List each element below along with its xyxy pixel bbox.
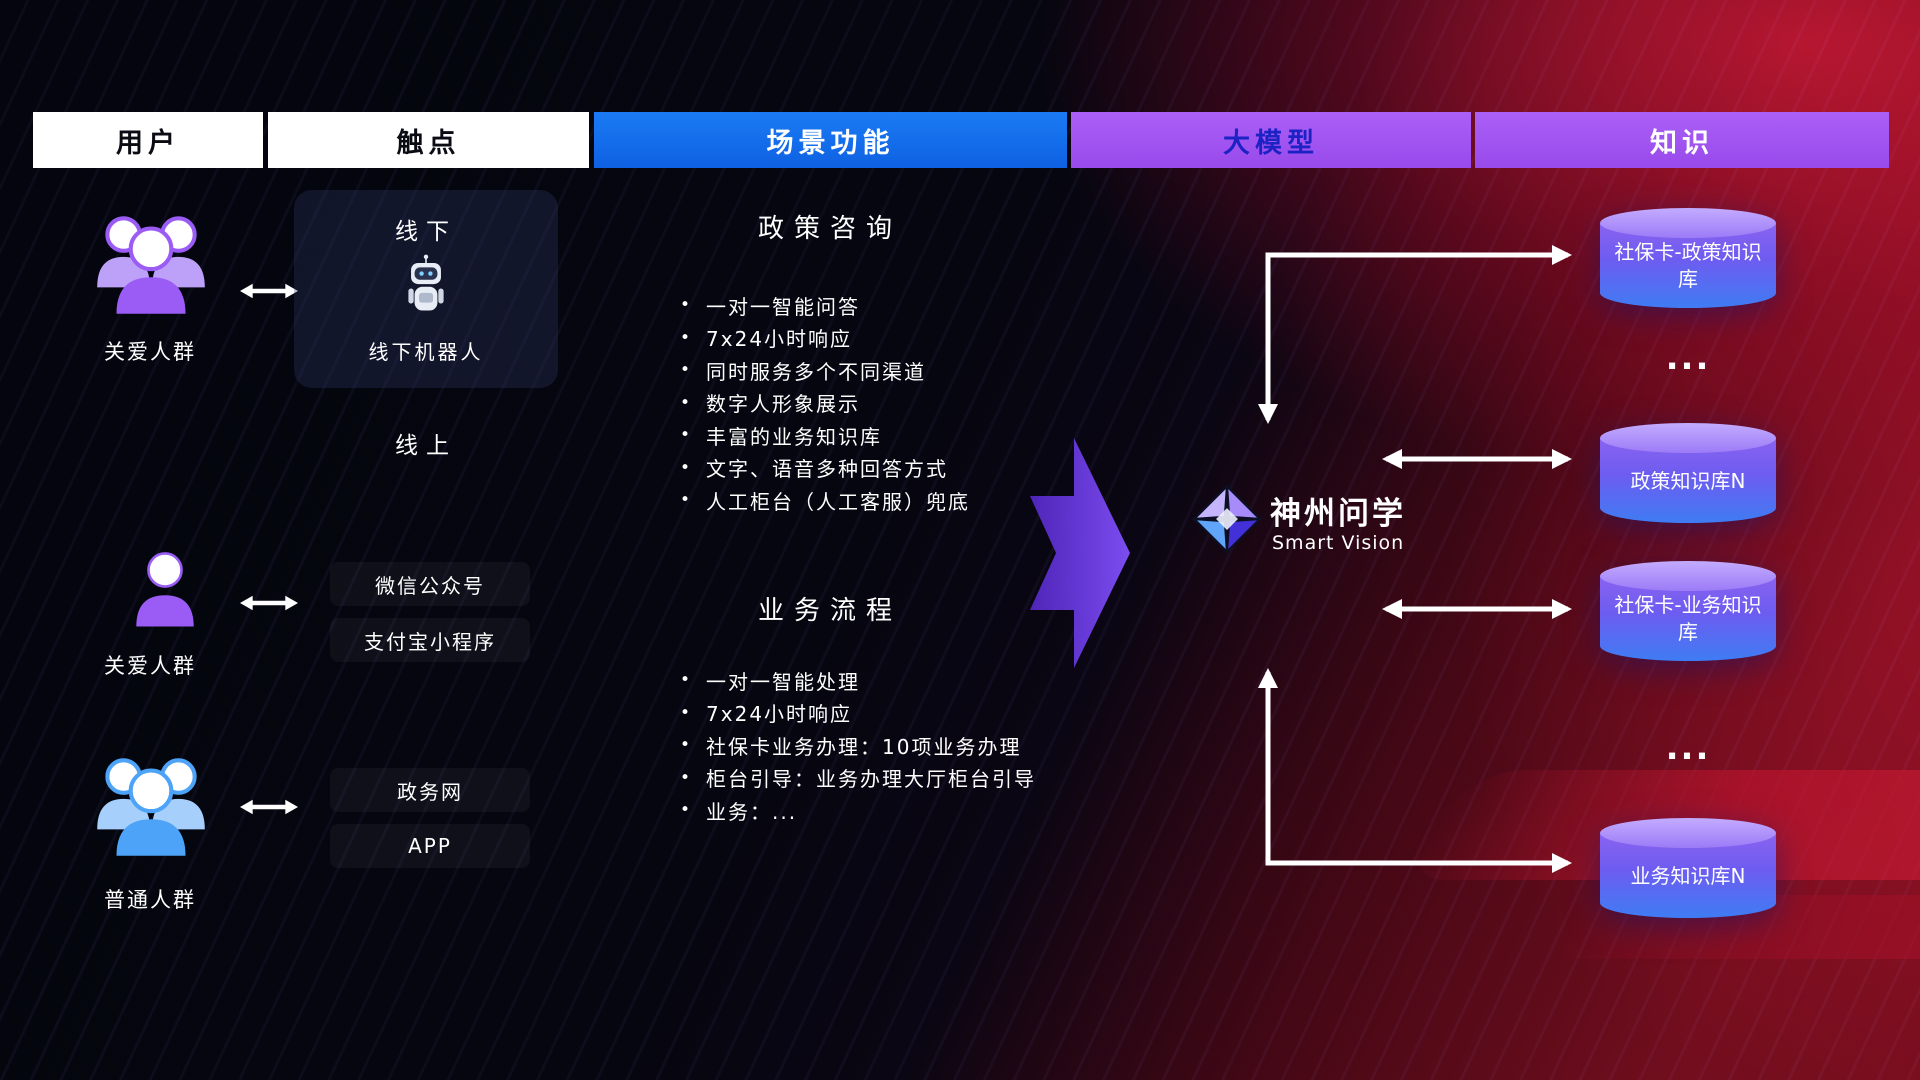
- people-group-purple-svg: [97, 216, 205, 314]
- scenario-policy-title: 政策咨询: [757, 214, 902, 244]
- connector-top-elbow: [1258, 245, 1572, 424]
- column-header-model: 大模型: [1071, 112, 1471, 168]
- bullet-item: 同时服务多个不同渠道: [680, 354, 970, 387]
- policy-bullet-list: 一对一智能问答 7x24小时响应 同时服务多个不同渠道 数字人形象展示 丰富的业…: [680, 289, 970, 517]
- database-label: 社保卡-政策知识库: [1614, 240, 1762, 291]
- column-header-knowledge: 知识: [1475, 112, 1889, 168]
- database-cylinder-policy-n: 政策知识库N: [1600, 423, 1776, 523]
- offline-title: 线下: [395, 219, 457, 245]
- cylinder-top: [1600, 561, 1776, 591]
- model-name: 神州问学: [1270, 496, 1406, 532]
- bullet-item: 文字、语音多种回答方式: [680, 452, 970, 485]
- bullet-item: 7x24小时响应: [680, 322, 970, 355]
- bullet-item: 数字人形象展示: [680, 387, 970, 420]
- user-group-1-label: 关爱人群: [104, 340, 196, 364]
- bullet-item: 7x24小时响应: [680, 697, 1036, 730]
- people-group-blue-icon: [85, 752, 217, 862]
- ellipsis-business: ...: [1665, 728, 1711, 768]
- user-group-3-label: 普通人群: [104, 888, 196, 912]
- bullet-item: 丰富的业务知识库: [680, 419, 970, 452]
- people-group-purple-icon: [85, 210, 217, 320]
- robot-icon: [404, 254, 448, 320]
- cylinder-top: [1600, 423, 1776, 453]
- offline-robot-label: 线下机器人: [368, 340, 484, 364]
- scenario-process-title: 业务流程: [757, 596, 902, 626]
- process-bullet-list: 一对一智能处理 7x24小时响应 社保卡业务办理：10项业务办理 柜台引导：业务…: [680, 664, 1036, 827]
- bullet-item: 一对一智能处理: [680, 664, 1036, 697]
- database-label: 政策知识库N: [1630, 468, 1746, 493]
- database-cylinder-policy-shebao: 社保卡-政策知识库: [1600, 208, 1776, 308]
- model-logo-icon: [1191, 483, 1263, 558]
- person-purple-icon: [130, 550, 200, 634]
- double-arrow-icon: [240, 796, 298, 822]
- column-header-user: 用户: [33, 112, 263, 168]
- bullet-item: 人工柜台（人工客服）兜底: [680, 484, 970, 517]
- flow-arrow-icon: [1030, 436, 1130, 674]
- offline-touchpoint-panel: 线下 线下机器人: [294, 190, 558, 388]
- bullet-item: 一对一智能问答: [680, 289, 970, 322]
- ellipsis-policy: ...: [1665, 338, 1711, 378]
- bullet-item: 柜台引导：业务办理大厅柜台引导: [680, 762, 1036, 795]
- column-header-scenario: 场景功能: [594, 112, 1067, 168]
- connector-bottom-elbow: [1258, 668, 1572, 873]
- double-arrow-icon: [240, 280, 298, 306]
- cylinder-top: [1600, 208, 1776, 238]
- double-arrow-icon: [240, 592, 298, 618]
- bullet-item: 业务：...: [680, 794, 1036, 827]
- database-cylinder-business-n: 业务知识库N: [1600, 818, 1776, 918]
- channel-app: APP: [330, 824, 530, 868]
- bullet-item: 社保卡业务办理：10项业务办理: [680, 729, 1036, 762]
- channel-wechat: 微信公众号: [330, 562, 530, 606]
- cylinder-top: [1600, 818, 1776, 848]
- channel-gov-web: 政务网: [330, 768, 530, 812]
- database-cylinder-business-shebao: 社保卡-业务知识库: [1600, 561, 1776, 661]
- database-label: 业务知识库N: [1630, 863, 1746, 888]
- user-group-2-label: 关爱人群: [104, 654, 196, 678]
- database-label: 社保卡-业务知识库: [1614, 593, 1762, 644]
- column-header-touchpoint: 触点: [268, 112, 589, 168]
- channel-alipay: 支付宝小程序: [330, 618, 530, 662]
- online-title: 线上: [395, 433, 457, 459]
- model-subtitle: Smart Vision: [1272, 532, 1405, 554]
